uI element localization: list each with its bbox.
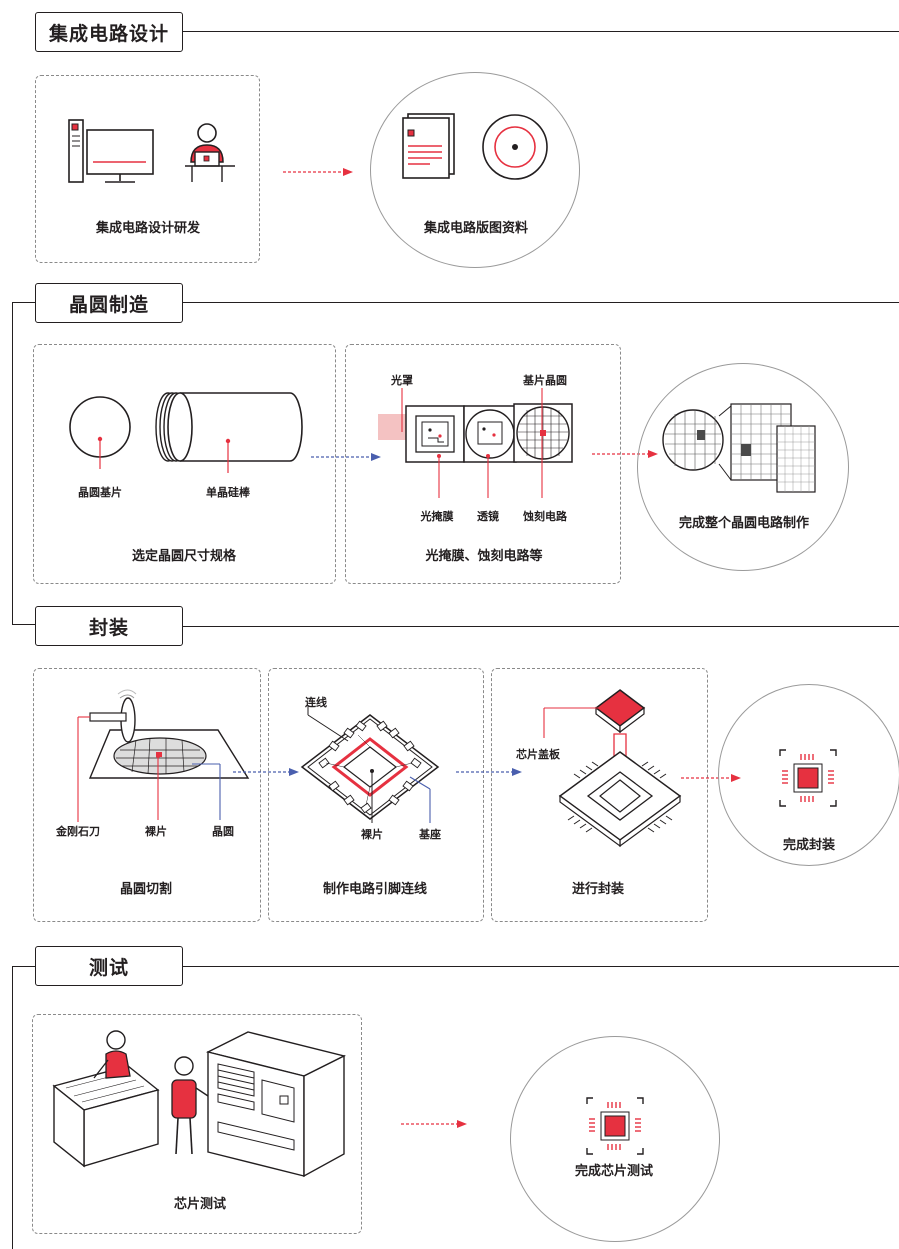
test-step-box bbox=[32, 1014, 362, 1234]
label-diamond-blade: 金刚石刀 bbox=[56, 825, 100, 838]
tested-chip-icon bbox=[586, 1097, 644, 1155]
section-wafer-title: 晶圆制造 bbox=[35, 283, 183, 323]
design-workstation-illustration bbox=[68, 119, 235, 183]
section-test-bracket bbox=[12, 966, 13, 1249]
package-result-caption: 完成封装 bbox=[782, 838, 836, 853]
design-result-circle bbox=[370, 72, 580, 268]
packaged-chip-icon bbox=[779, 749, 837, 807]
photomask-leaders bbox=[401, 388, 544, 498]
label-reticle: 光罩 bbox=[391, 374, 413, 387]
wafer-step1-box bbox=[33, 344, 336, 584]
section-wafer-rule bbox=[182, 302, 899, 303]
label-wafer: 晶圆 bbox=[212, 825, 234, 838]
package-step3-box bbox=[491, 668, 708, 922]
test-flow-arrow bbox=[401, 1120, 467, 1128]
wafer-step1-caption: 选定晶圆尺寸规格 bbox=[131, 549, 237, 564]
package-step3-caption: 进行封装 bbox=[571, 882, 625, 897]
wafer-dicing-illustration bbox=[77, 689, 250, 822]
disc-icon bbox=[482, 114, 548, 180]
package-flow-arrow-1 bbox=[233, 768, 299, 776]
section-test-title: 测试 bbox=[35, 946, 183, 986]
label-substrate-wafer: 基片晶圆 bbox=[523, 374, 567, 387]
section-package-rule bbox=[182, 626, 899, 627]
package-flow-arrow-2 bbox=[456, 768, 522, 776]
test-step-caption: 芯片测试 bbox=[173, 1197, 227, 1212]
wafer-flow-arrow-1 bbox=[311, 453, 381, 461]
label-wire: 连线 bbox=[305, 696, 327, 709]
package-result-circle bbox=[718, 684, 899, 866]
section-design-title: 集成电路设计 bbox=[35, 12, 183, 52]
label-lens: 透镜 bbox=[477, 510, 499, 523]
chip-packaging-illustration bbox=[543, 689, 682, 848]
test-result-caption: 完成芯片测试 bbox=[574, 1164, 654, 1179]
design-flow-arrow bbox=[283, 168, 353, 176]
label-chip-lid: 芯片盖板 bbox=[516, 748, 560, 761]
label-base: 基座 bbox=[419, 828, 441, 841]
package-step2-caption: 制作电路引脚连线 bbox=[322, 882, 428, 897]
package-step1-caption: 晶圆切割 bbox=[119, 882, 173, 897]
package-step1-box bbox=[33, 668, 261, 922]
wafer-step2-box bbox=[345, 344, 621, 584]
section-package-title: 封装 bbox=[35, 606, 183, 646]
label-wafer-base: 晶圆基片 bbox=[78, 486, 122, 499]
label-die: 裸片 bbox=[361, 828, 383, 841]
design-step-caption: 集成电路设计研发 bbox=[95, 221, 201, 236]
label-etch-circuit: 蚀刻电路 bbox=[523, 510, 567, 523]
wafer-step2-caption: 光掩膜、蚀刻电路等 bbox=[425, 549, 543, 564]
design-step-box bbox=[35, 75, 260, 263]
wafer-and-ingot-illustration bbox=[69, 392, 303, 473]
section-design-rule bbox=[182, 31, 899, 32]
finished-wafer-grid-illustration bbox=[662, 403, 816, 493]
section-wafer-bracket bbox=[12, 302, 13, 624]
layout-docs-icon bbox=[402, 113, 455, 179]
wafer-result-caption: 完成整个晶圆电路制作 bbox=[678, 516, 810, 531]
wire-bonding-illustration bbox=[300, 705, 440, 823]
label-ingot: 单晶硅棒 bbox=[206, 486, 250, 499]
wafer-result-circle bbox=[637, 363, 849, 571]
label-bare-die: 裸片 bbox=[145, 825, 167, 838]
label-photomask: 光掩膜 bbox=[420, 510, 454, 523]
design-result-caption: 集成电路版图资料 bbox=[423, 221, 529, 236]
section-test-rule bbox=[182, 966, 899, 967]
chip-testing-illustration bbox=[52, 1030, 347, 1178]
package-step2-box bbox=[268, 668, 484, 922]
test-result-circle bbox=[510, 1036, 720, 1242]
